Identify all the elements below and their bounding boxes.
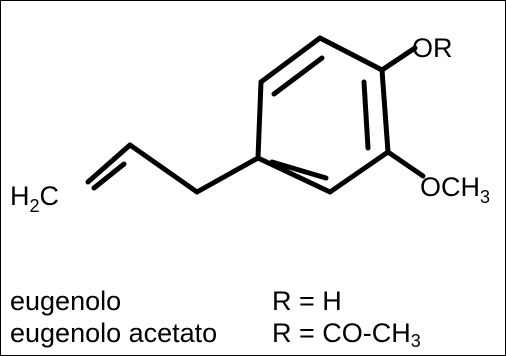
ring-inner-bond-right — [361, 79, 371, 151]
ring-inner-bond-top — [271, 55, 325, 97]
compound-name-eugenolo-acetato: eugenolo acetato — [10, 318, 218, 348]
caption-eugenolo-acetato: eugenolo acetato R = CO-CH3 — [10, 318, 421, 350]
bond-to-or — [379, 45, 418, 73]
ring-bond-bottom-right — [327, 149, 391, 195]
ring-bond-top — [258, 35, 323, 85]
bond-ring-to-ch2 — [194, 155, 261, 195]
bond-to-methoxy — [385, 149, 426, 179]
ring-bond-bottom-left — [255, 155, 333, 195]
vinyl-ch2-label: H2C — [10, 181, 59, 216]
methoxy-label: OCH3 — [420, 172, 490, 207]
or-label: OR — [412, 33, 453, 63]
double-bond-ch-to-ch2-a — [85, 142, 133, 185]
formula-eugenolo-acetato: R = CO-CH3 — [272, 318, 421, 351]
double-bond-ch-to-ch2-b — [91, 161, 127, 191]
bond-ch2-to-ch — [127, 142, 200, 195]
ring-inner-bond-bottom — [269, 159, 329, 181]
ring-bond-right — [379, 67, 391, 155]
formula-eugenolo: R = H — [272, 286, 342, 316]
ring-bond-left — [255, 79, 264, 161]
ring-bond-top-right — [317, 35, 385, 73]
caption-eugenolo: eugenolo R = H — [10, 286, 342, 316]
compound-name-eugenolo: eugenolo — [10, 286, 122, 316]
